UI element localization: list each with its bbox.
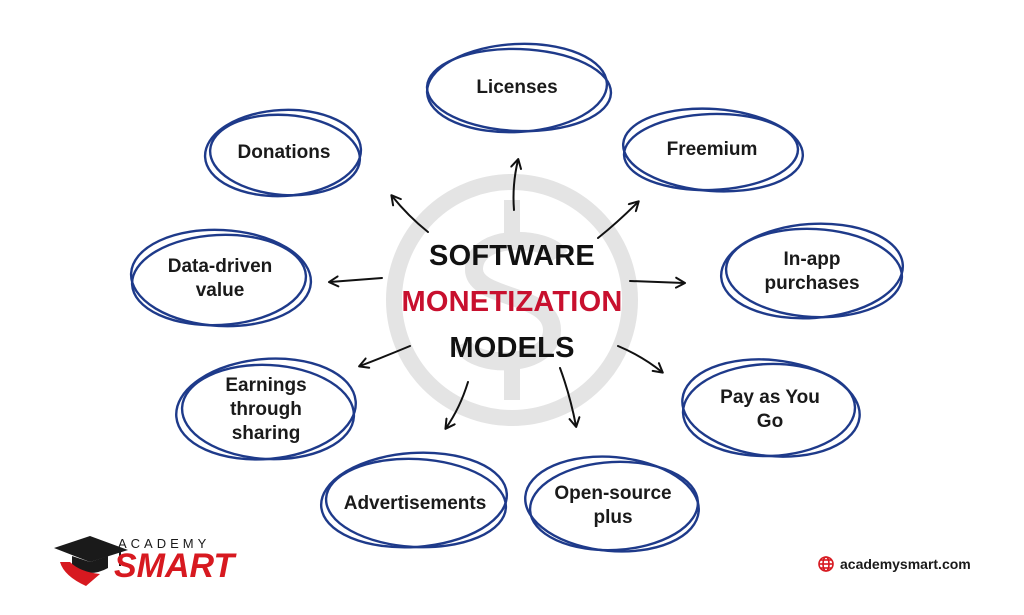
title-line-2: MONETIZATION [401, 286, 623, 318]
globe-icon [818, 556, 834, 572]
bubble-licenses [425, 42, 613, 134]
arrow-open-source [559, 367, 581, 428]
bubble-data-driven [129, 228, 313, 328]
label-earnings-line1: Earnings [225, 375, 307, 396]
label-data-driven: Data-driven value [140, 253, 300, 305]
arrow-payg [617, 345, 664, 374]
label-data-driven-line2: value [195, 280, 245, 301]
academy-smart-logo: ACADEMY SMART [52, 535, 234, 595]
bubble-payg [681, 358, 861, 458]
label-advertisements: Advertisements [325, 488, 505, 520]
graduation-cap-icon [54, 536, 128, 586]
bubble-advertisements [319, 451, 509, 549]
dollar-watermark-icon [386, 174, 638, 426]
label-earnings-line2: through [230, 399, 302, 420]
label-earnings: Earnings through sharing [186, 372, 346, 448]
label-earnings-line3: sharing [231, 423, 301, 444]
label-payg: Pay as You Go [690, 384, 850, 436]
arrow-data-driven [328, 275, 383, 288]
logo-smart-text: SMART [114, 547, 235, 585]
label-donations: Donations [218, 137, 350, 169]
label-freemium: Freemium [632, 134, 792, 166]
bubble-donations [203, 108, 363, 198]
label-licenses-text: Licenses [476, 77, 558, 98]
website-text: academysmart.com [840, 556, 971, 572]
label-data-driven-line1: Data-driven [167, 256, 273, 277]
arrow-freemium [597, 200, 640, 239]
label-open-source-line2: plus [593, 507, 633, 528]
label-payg-line1: Pay as You [720, 387, 820, 408]
label-in-app-line2: purchases [764, 273, 860, 294]
bubble-open-source [524, 455, 700, 553]
bubble-outlines [129, 42, 905, 553]
label-payg-line2: Go [756, 411, 784, 432]
label-open-source: Open-source plus [533, 480, 693, 532]
bubble-in-app [719, 222, 905, 320]
arrow-in-app [629, 276, 686, 289]
label-advertisements-text: Advertisements [343, 493, 487, 514]
label-open-source-line1: Open-source [554, 483, 672, 504]
label-in-app-line1: In-app [783, 249, 841, 270]
title-line-3: MODELS [449, 332, 575, 364]
arrow-licenses [510, 158, 522, 211]
arrow-earnings [358, 345, 411, 369]
label-donations-text: Donations [237, 142, 331, 163]
label-in-app: In-app purchases [732, 246, 892, 298]
arrow-advertisements [444, 381, 469, 430]
arrows [328, 158, 686, 430]
label-freemium-text: Freemium [666, 139, 758, 160]
arrow-donations [390, 194, 429, 233]
logo-academy-text: ACADEMY [118, 536, 211, 551]
website-link[interactable]: academysmart.com [818, 556, 971, 572]
website-icon-spacer [818, 556, 834, 572]
bubble-freemium [621, 107, 805, 193]
bubble-earnings [175, 357, 357, 461]
title-line-1: SOFTWARE [429, 240, 595, 272]
label-licenses: Licenses [437, 72, 597, 104]
